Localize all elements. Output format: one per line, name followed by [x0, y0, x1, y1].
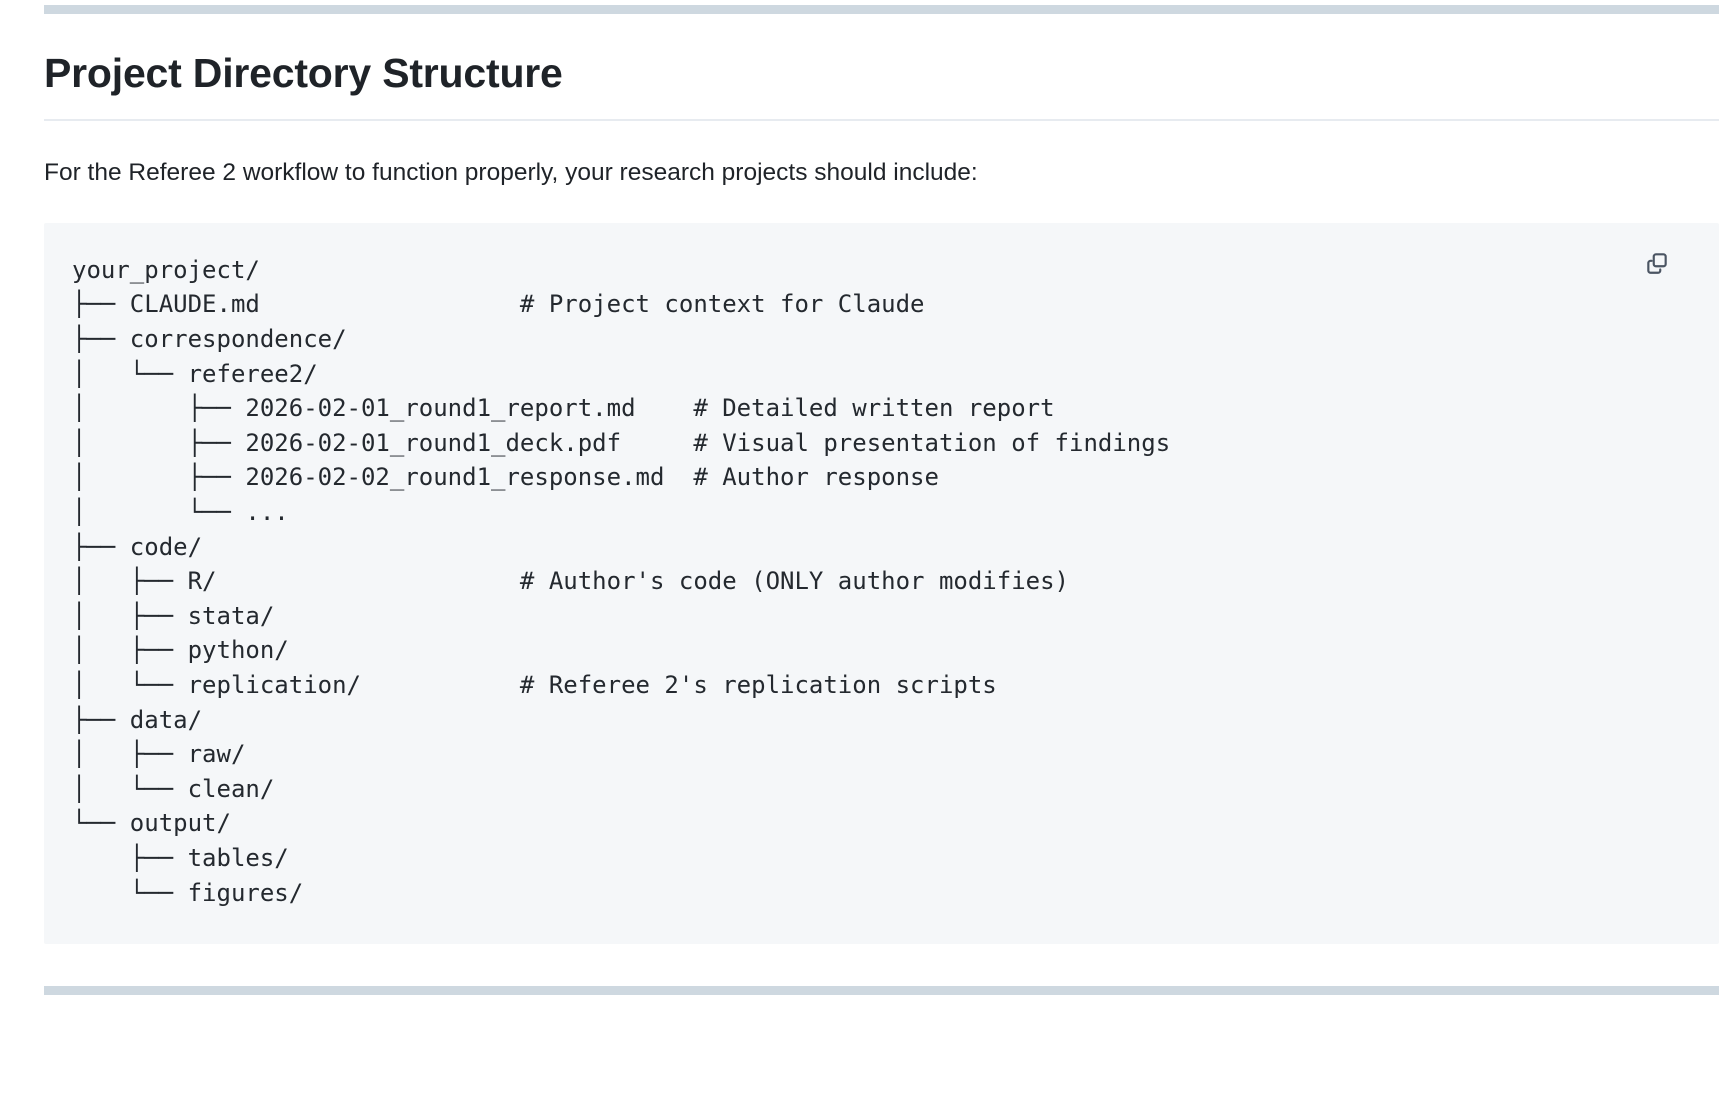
page-title: Project Directory Structure [44, 50, 563, 96]
code-block: your_project/ ├── CLAUDE.md # Project co… [44, 222, 1719, 945]
section-divider-bottom [44, 986, 1719, 995]
copy-code-button[interactable] [1635, 241, 1679, 285]
copy-icon [1644, 250, 1670, 276]
page-content: Project Directory Structure For the Refe… [44, 50, 1719, 945]
intro-paragraph: For the Referee 2 workflow to function p… [44, 159, 978, 187]
section-divider-top [44, 5, 1719, 14]
title-underline [44, 119, 1719, 122]
directory-tree: your_project/ ├── CLAUDE.md # Project co… [72, 255, 1171, 907]
